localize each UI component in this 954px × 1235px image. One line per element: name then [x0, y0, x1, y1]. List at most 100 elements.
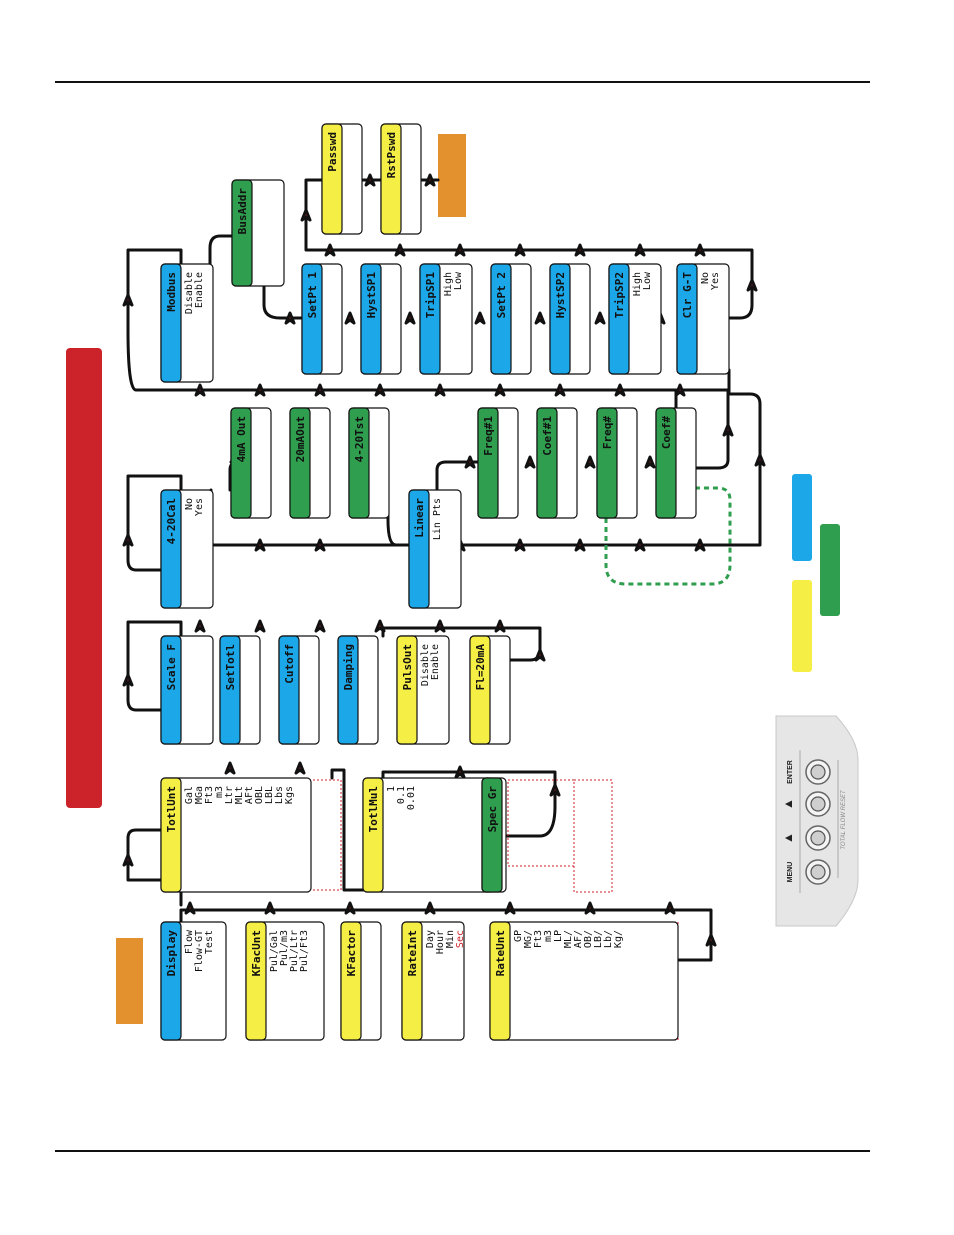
menu-box-option: High: [443, 272, 454, 296]
menu-box-option: m3: [214, 786, 225, 798]
menu-box-title: Fl=20mA: [474, 644, 487, 691]
connector-line: [126, 620, 183, 712]
keypad-button-center: [810, 830, 826, 846]
menu-box-title: SetPt 2: [495, 272, 508, 318]
menu-box-option: GP: [513, 930, 524, 942]
menu-box-title: Passwd: [326, 132, 339, 172]
menu-box-option: Lb/: [603, 930, 614, 948]
flow-arrow: [634, 538, 646, 552]
connector-line: [179, 908, 713, 962]
flow-arrow: [514, 538, 526, 552]
flow-arrow: [494, 383, 506, 397]
flow-arrow: [122, 293, 134, 307]
flow-arrow: [194, 383, 206, 397]
flow-arrow: [434, 619, 446, 633]
menu-box-fi20ma: Fl=20mA: [469, 635, 511, 745]
menu-box-option: LB/: [593, 930, 604, 948]
menu-box-title: TripSP2: [613, 272, 626, 318]
red-banner: [66, 348, 102, 808]
top-rule: [55, 81, 870, 83]
menu-box-title: Modbus: [165, 272, 178, 312]
menu-box-option: Day: [425, 930, 436, 948]
menu-box-title: HystSP1: [365, 272, 378, 319]
menu-box-title: KFactor: [345, 930, 358, 977]
menu-box-title: RateUnt: [494, 930, 507, 976]
menu-box-passwd: Passwd: [321, 123, 363, 235]
menu-box-title: SetTotl: [224, 644, 237, 690]
menu-box-option: MG/: [523, 930, 534, 948]
flow-arrow: [584, 455, 596, 469]
connector-line: [330, 768, 557, 892]
menu-box-specgr: Spec Gr: [481, 777, 507, 893]
flow-arrow: [122, 533, 134, 547]
menu-box-title: HystSP2: [554, 272, 567, 318]
connector-line: [126, 474, 183, 572]
menu-box-busaddr: BusAddr: [231, 179, 285, 287]
menu-box-freqn: Freq#: [596, 407, 638, 519]
menu-box-option: Ltr: [224, 786, 235, 804]
menu-box-option: Flow: [184, 929, 195, 954]
menu-box-option: Gal: [184, 786, 195, 804]
menu-box-freqn1: Freq#1: [477, 407, 519, 519]
flow-arrow: [594, 311, 606, 325]
flow-arrow: [424, 901, 436, 915]
menu-box-title: 4-20Tst: [353, 416, 366, 462]
flow-arrow: [394, 243, 406, 257]
menu-box-option: Test: [204, 930, 215, 954]
flow-arrow: [454, 765, 466, 779]
flow-arrow: [549, 783, 561, 797]
menu-box-option: Yes: [194, 498, 205, 516]
connector-line: [189, 392, 762, 547]
menu-box-settotl: SetTotl: [219, 635, 261, 745]
legend-green-swatch: [820, 524, 840, 616]
flow-arrow: [554, 383, 566, 397]
menu-box-option: 0.01: [406, 786, 417, 810]
menu-box-option: Disable: [420, 644, 431, 686]
menu-box-title: BusAddr: [236, 188, 249, 235]
menu-box-hystsp2: HystSP2: [549, 263, 591, 375]
keypad-legend: TOTAL FLOW RESET: [841, 789, 847, 850]
keypad-button-center: [810, 764, 826, 780]
flow-arrow: [474, 311, 486, 325]
menu-box-option: MGa: [194, 786, 205, 804]
menu-box-title: Damping: [342, 644, 355, 690]
menu-box-option: Hour: [435, 930, 446, 954]
menu-box-option: Lin Pts: [432, 498, 443, 540]
menu-box-title: Coef#1: [541, 416, 554, 456]
optional-option-frame: [308, 779, 342, 891]
flow-arrow: [374, 383, 386, 397]
menu-box-cutoff: Cutoff: [278, 635, 320, 745]
flow-arrow: [194, 619, 206, 633]
menu-box-option: Lbs: [274, 786, 285, 804]
menu-box-option: Disable: [184, 272, 195, 314]
flow-arrow: [634, 243, 646, 257]
menu-box-rstpswd: RstPswd: [380, 123, 422, 235]
keypad-button-center: [810, 796, 826, 812]
menu-box-option: AF/: [573, 930, 584, 948]
menu-box-option: Min: [445, 930, 456, 948]
connector-line: [126, 248, 730, 470]
flow-arrow: [574, 538, 586, 552]
menu-box-out4ma: 4mA Out: [230, 407, 272, 519]
menu-box-title: TotlUnt: [165, 786, 178, 832]
flow-arrow: [754, 453, 766, 467]
menu-box-option: Yes: [710, 272, 721, 290]
menu-box-option: 0.1: [396, 786, 407, 804]
menu-box-option: Low: [642, 271, 653, 290]
menu-box-title: Freq#1: [482, 416, 495, 456]
menu-box-title: Display: [165, 930, 178, 977]
flow-arrow: [694, 243, 706, 257]
flow-arrow: [494, 619, 506, 633]
flow-arrow: [534, 648, 546, 662]
legend-yellow-swatch: [792, 580, 812, 672]
flow-arrow: [314, 538, 326, 552]
menu-box-option: Pul/Gal: [269, 930, 280, 972]
